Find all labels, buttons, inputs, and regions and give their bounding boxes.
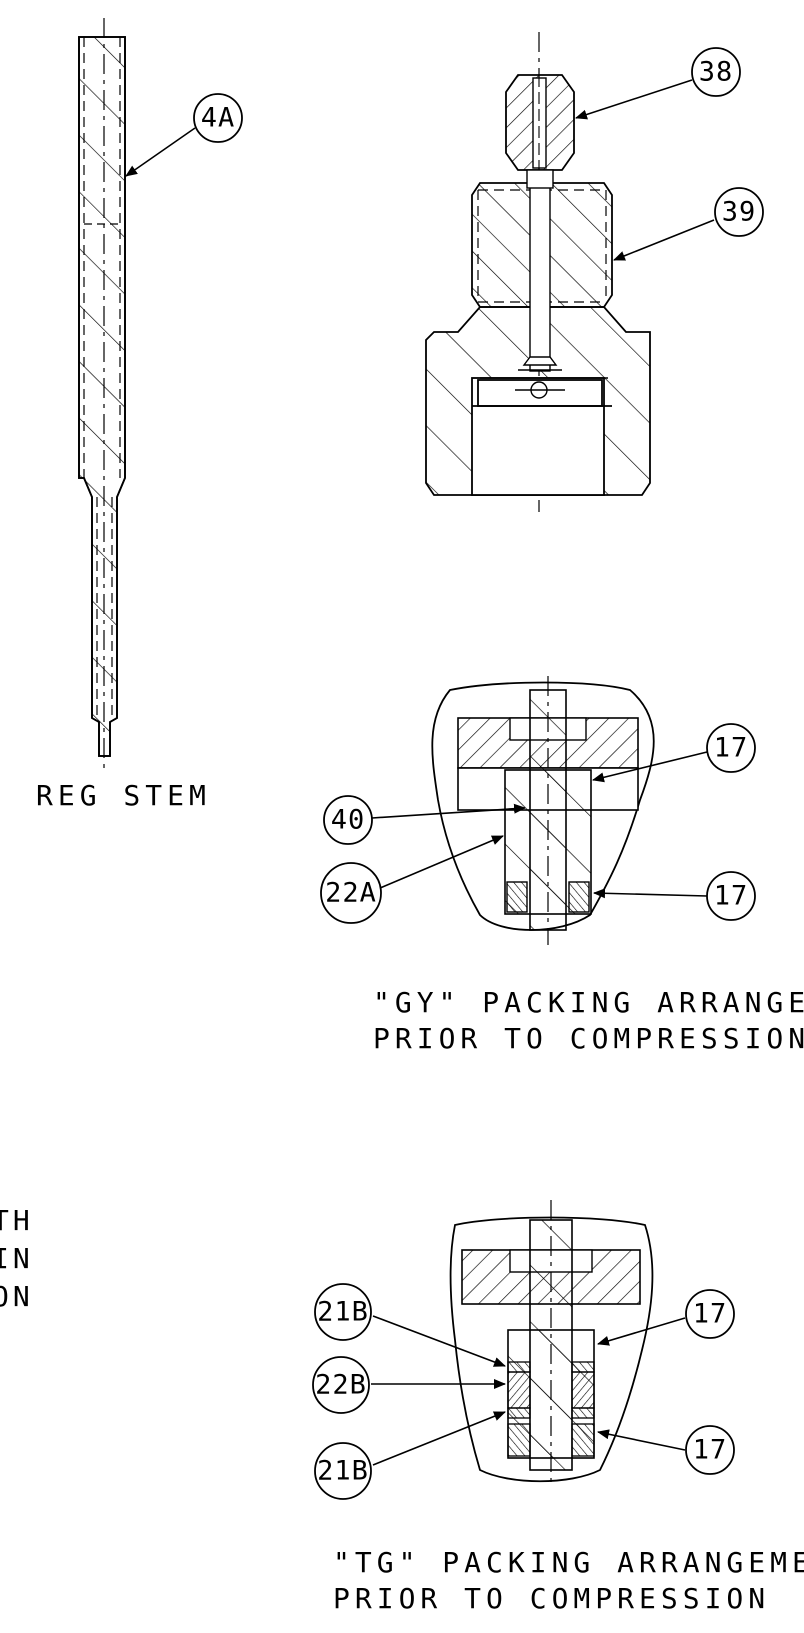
callout-21b-upper: 21B [314,1283,506,1367]
callout-39-text: 39 [722,197,757,228]
callout-38: 38 [575,47,741,120]
callout-gy-17-upper-text: 17 [714,733,749,764]
callout-gy-17-lower: 17 [593,871,756,921]
callout-tg-17-upper: 17 [597,1289,735,1346]
callout-22b: 22B [312,1356,506,1414]
callout-4a-text: 4A [201,103,236,134]
callout-21b-upper-text: 21B [317,1297,369,1328]
callout-40: 40 [323,795,526,845]
callout-40-text: 40 [331,805,366,836]
callout-4a: 4A [125,93,243,177]
tg-packing-section [449,1200,654,1485]
bonnet-assembly [425,32,651,512]
callout-22b-text: 22B [315,1370,367,1401]
tg-title-line2: PRIOR TO COMPRESSION [333,1582,770,1615]
callout-22a: 22A [320,835,504,924]
callout-tg-17-lower-text: 17 [693,1435,728,1466]
edge-text-line1: TH [0,1204,34,1237]
callout-tg-17-lower: 17 [597,1425,735,1475]
reg-stem-label: REG STEM [36,779,211,812]
callout-tg-17-upper-text: 17 [693,1299,728,1330]
callout-21b-lower-text: 21B [317,1456,369,1487]
callout-38-text: 38 [699,57,734,88]
gy-packing-section [431,676,655,945]
tg-title-line1: "TG" PACKING ARRANGEMENT [333,1546,804,1579]
gy-title-line2: PRIOR TO COMPRESSION [373,1022,804,1055]
gy-title-line1: "GY" PACKING ARRANGEMENT [373,986,804,1019]
callout-gy-17-upper: 17 [592,723,756,783]
callout-gy-17-lower-text: 17 [714,881,749,912]
callout-22a-text: 22A [325,878,377,909]
edge-text-line2: IN [0,1242,34,1275]
callout-21b-lower: 21B [314,1411,506,1500]
edge-text-line3: ON [0,1280,34,1313]
reg-stem-part [78,18,126,770]
callout-39: 39 [613,187,764,261]
